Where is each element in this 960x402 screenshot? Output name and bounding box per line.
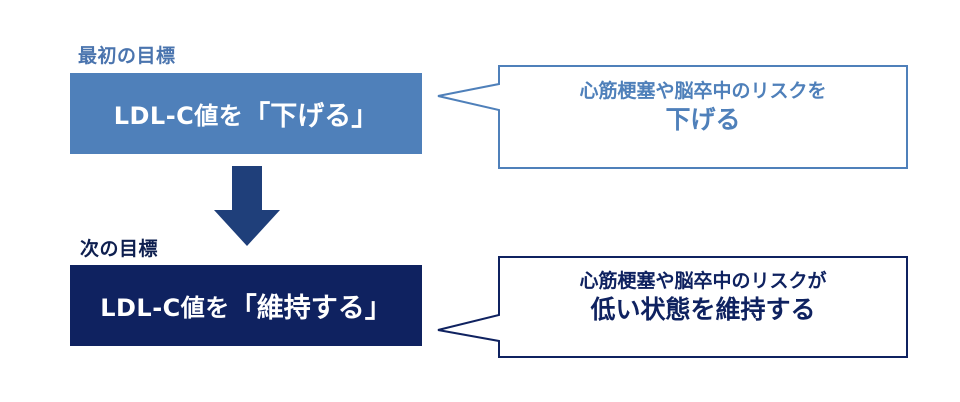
step2-callout-bubble bbox=[437, 256, 908, 358]
step2-box-emphasis: 「維持する」 bbox=[229, 293, 392, 324]
step1-callout-line1: 心筋梗塞や脳卒中のリスクを bbox=[579, 80, 827, 102]
step2-callout-text: 心筋梗塞や脳卒中のリスクが 低い状態を維持する bbox=[500, 270, 906, 325]
step1-goal-box: LDL-C値を 「下げる」 bbox=[70, 73, 422, 154]
step1-callout-line2: 下げる bbox=[665, 104, 741, 134]
step2-box-prefix: LDL-C値を bbox=[100, 294, 230, 322]
step1-label: 最初の目標 bbox=[78, 45, 176, 67]
step1-callout-text: 心筋梗塞や脳卒中のリスクを 下げる bbox=[500, 80, 906, 135]
step1-callout-bubble bbox=[437, 65, 908, 169]
down-arrow bbox=[214, 166, 280, 246]
step2-callout-line1: 心筋梗塞や脳卒中のリスクが bbox=[579, 270, 827, 292]
step2-label: 次の目標 bbox=[80, 238, 159, 260]
step2-goal-box: LDL-C値を 「維持する」 bbox=[70, 265, 422, 346]
step2-callout-line2: 低い状態を維持する bbox=[590, 294, 816, 324]
step1-box-prefix: LDL-C値を bbox=[113, 102, 244, 130]
step1-box-emphasis: 「下げる」 bbox=[243, 101, 379, 132]
